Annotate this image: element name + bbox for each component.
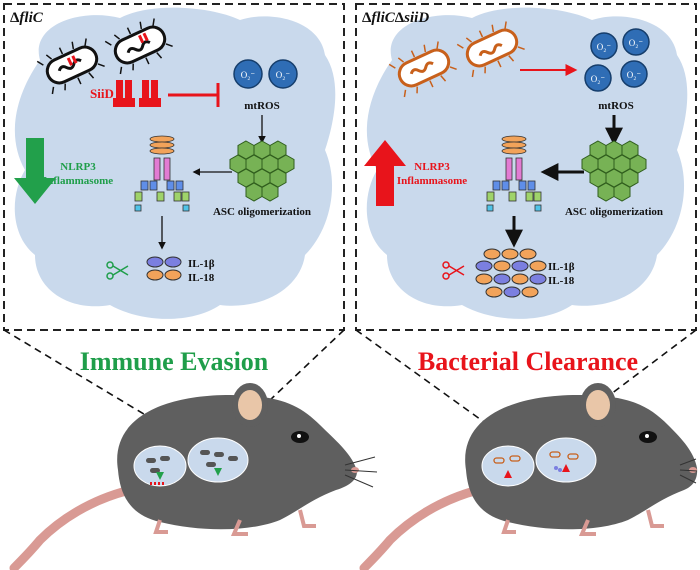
bacterium-orange-2	[456, 21, 525, 78]
right-panel-frame	[355, 3, 697, 331]
left-mouse	[9, 383, 378, 570]
left-mouse-whiskers	[344, 456, 378, 488]
svg-text:ΔfliC: ΔfliC	[10, 10, 44, 26]
bacterial-clearance-label: Bacterial Clearance	[418, 347, 638, 376]
superoxide-label: O₂⁻	[591, 74, 606, 84]
left-zoom-line-1	[3, 329, 213, 456]
left-mouse-tissue-patch-1	[133, 445, 187, 487]
left-superoxide-1: O₂⁻	[233, 59, 263, 89]
right-nlrp3-up-arrow	[364, 140, 406, 206]
left-il1b-label: IL-1β	[188, 258, 215, 270]
right-il1b-label: IL-1β	[548, 261, 575, 273]
left-asc-label: ASC oligomerization	[213, 206, 311, 218]
bacterium-black-1	[36, 38, 105, 95]
right-mtros-label: mtROS	[598, 100, 633, 112]
right-mouse-ear-inner	[586, 390, 610, 420]
right-title-delta1: Δ	[362, 10, 372, 26]
siid-protein-icon	[113, 80, 161, 107]
left-panel-frame	[3, 3, 345, 331]
superoxide-label: O₂⁻	[241, 70, 256, 80]
right-nlrp3-line2: Inflammasome	[397, 175, 467, 187]
left-mouse-tissue-patch-2	[187, 437, 249, 483]
right-title-gene1: fliC	[371, 10, 395, 26]
left-zoom-line-2	[211, 329, 345, 456]
right-mouse-whiskers	[679, 458, 698, 484]
superoxide-label: O₂⁻	[276, 70, 291, 80]
right-il18-label: IL-18	[548, 275, 575, 287]
left-nlrp3-line2: Inflammasome	[43, 175, 113, 187]
left-superoxide-2: O₂⁻	[268, 59, 298, 89]
left-title-gene: fliC	[19, 10, 43, 26]
right-mouse-nose	[689, 467, 697, 473]
right-asc-label: ASC oligomerization	[565, 206, 663, 218]
left-il18-label: IL-18	[188, 272, 215, 284]
left-nlrp3-down-arrow	[14, 138, 56, 204]
right-mouse	[359, 383, 698, 570]
right-nlrp3-inflammasome-icon	[486, 135, 542, 212]
right-panel: ΔfliCΔsiiD O₂⁻ O₂⁻ O₂⁻ O₂⁻ mtROS	[362, 7, 688, 319]
left-nlrp3-line1: NLRP3	[60, 161, 96, 173]
right-title-delta2: Δ	[395, 10, 405, 26]
left-mtros-label: mtROS	[244, 100, 279, 112]
right-mouse-tissue-patch-1	[481, 445, 535, 487]
svg-text:ΔfliCΔsiiD: ΔfliCΔsiiD	[362, 10, 429, 26]
right-superoxide-group: O₂⁻ O₂⁻ O₂⁻ O₂⁻	[584, 28, 650, 92]
right-cytokines	[475, 248, 547, 298]
left-mouse-tail	[9, 485, 135, 570]
superoxide-label: O₂⁻	[597, 42, 612, 52]
superoxide-label: O₂⁻	[629, 38, 644, 48]
left-mouse-ear-inner	[238, 390, 262, 420]
superoxide-label: O₂⁻	[627, 70, 642, 80]
bacterium-orange-1	[388, 41, 457, 98]
right-title-gene2: siiD	[403, 10, 429, 26]
left-nlrp3-inflammasome-icon	[134, 135, 190, 212]
left-cytokines	[146, 256, 182, 281]
left-mouse-feet	[153, 509, 316, 536]
left-scissors-icon	[106, 261, 129, 280]
left-title-delta: Δ	[10, 10, 20, 26]
right-mouse-feet	[501, 509, 664, 536]
right-mouse-tail	[359, 485, 483, 570]
left-siid-label: SiiD	[90, 86, 114, 101]
bacterium-black-2	[104, 18, 173, 75]
right-mouse-tissue-patch-2	[535, 437, 597, 483]
right-scissors-icon	[442, 261, 465, 280]
immune-evasion-label: Immune Evasion	[80, 347, 269, 376]
right-nlrp3-line1: NLRP3	[414, 161, 450, 173]
left-mouse-nose	[351, 467, 359, 473]
left-panel: ΔfliC SiiD O₂⁻ O	[10, 7, 336, 319]
